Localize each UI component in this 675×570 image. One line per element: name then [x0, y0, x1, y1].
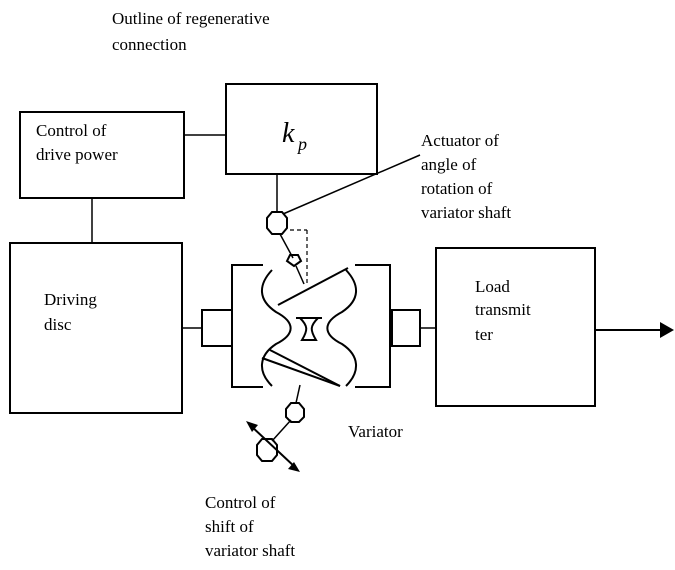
kp-box	[225, 83, 378, 175]
shift-direction-line	[249, 424, 297, 469]
output-arrow-head	[660, 322, 674, 338]
variator-left-housing	[231, 264, 263, 388]
driving-disc-label-line-1: Driving	[44, 290, 97, 309]
top-actuator-node	[266, 211, 288, 235]
control-shift-label-line-3: variator shaft	[205, 541, 295, 560]
upper-roller-line	[277, 267, 349, 306]
shift-arrow-head-down	[288, 462, 300, 472]
diagram-title-line-2: connection	[112, 35, 187, 54]
shift-arrow-head-up	[246, 421, 258, 432]
load-transmitter-label-line-3: ter	[475, 325, 493, 344]
control-shift-label-line-1: Control of	[205, 493, 276, 512]
variator-right-housing	[355, 264, 391, 388]
top-pivot-node	[285, 254, 303, 268]
left-coupling	[201, 309, 233, 347]
load-transmitter-box	[435, 247, 596, 407]
lower-roller-line	[269, 349, 341, 387]
variator-label: Variator	[348, 422, 403, 441]
diagram-title-line-1: Outline of regenerative	[112, 9, 270, 28]
lower-roller-edge	[261, 357, 341, 387]
control-drive-power-label-line-1: Control of	[36, 121, 107, 140]
shift-pivot-node	[285, 402, 305, 423]
driving-disc-box	[9, 242, 183, 414]
roller-to-shift-link	[295, 384, 301, 404]
actuator-label-line-4: variator shaft	[421, 203, 511, 222]
control-drive-power-label-line-2: drive power	[36, 145, 118, 164]
load-transmitter-label-line-1: Load	[475, 277, 510, 296]
shift-actuator-link	[271, 419, 292, 442]
kp-subscript: p	[296, 134, 307, 154]
variator-right-toroid	[326, 269, 357, 387]
control-shift-label-line-2: shift of	[205, 517, 254, 536]
actuator-label-line-2: angle of	[421, 155, 477, 174]
actuator-label-line-3: rotation of	[421, 179, 493, 198]
driving-disc-label-line-2: disc	[44, 315, 72, 334]
pivot-to-roller-link	[295, 265, 305, 285]
kp-symbol: k	[282, 118, 295, 149]
shift-actuator-node	[256, 438, 278, 462]
actuator-label-line-1: Actuator of	[421, 131, 499, 150]
right-coupling	[391, 309, 421, 347]
variator-left-toroid	[261, 269, 292, 387]
variator-center-hourglass	[296, 317, 322, 341]
control-drive-power-box	[19, 111, 185, 199]
actuator-leader-line	[282, 154, 421, 215]
load-transmitter-label-line-2: transmit	[475, 300, 531, 319]
